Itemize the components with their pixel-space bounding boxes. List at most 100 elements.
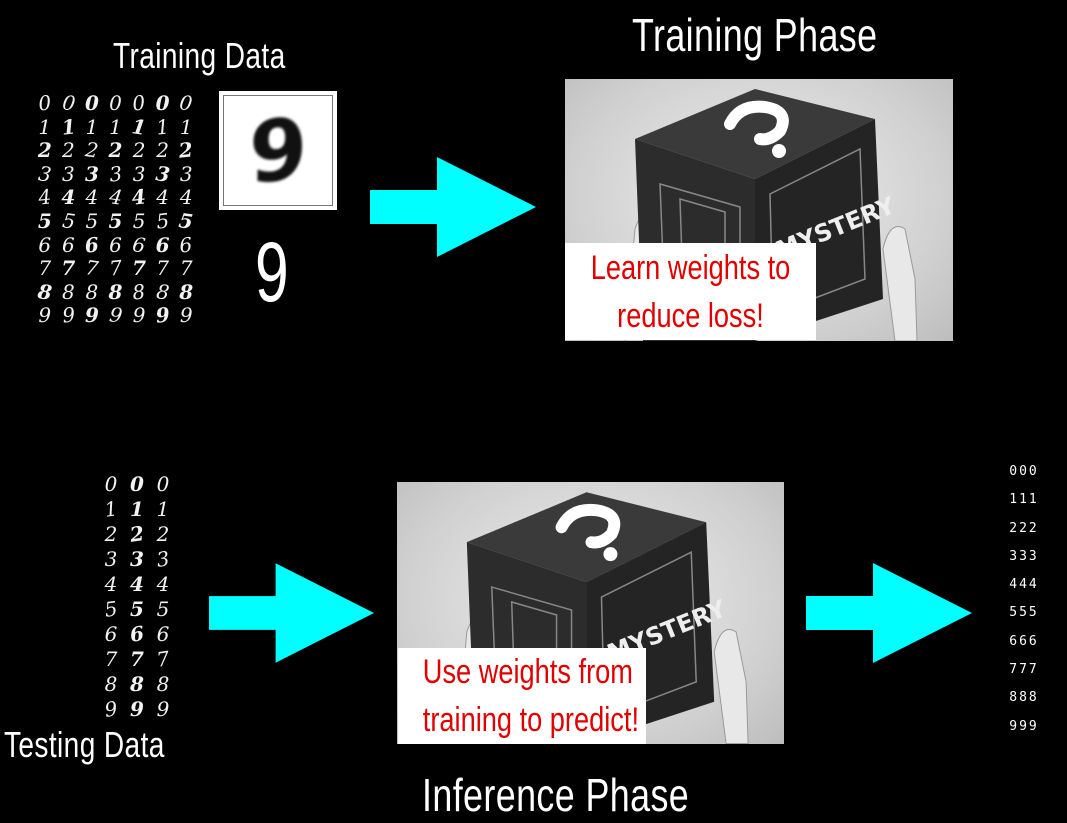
digit-cell: 2 — [104, 139, 128, 163]
digit-cell: 5 — [55, 208, 82, 235]
right-arrow-icon — [370, 157, 536, 257]
digit-cell: 1 — [124, 497, 150, 522]
digit-cell: 8 — [150, 672, 176, 697]
sample-label: 9 — [255, 230, 289, 314]
digit-cell: 0 — [32, 91, 58, 117]
digit-cell: 5 — [80, 210, 104, 234]
digit-cell: 2 — [122, 520, 151, 548]
digit-cell: 9 — [127, 304, 151, 328]
digit-cell: 1 — [150, 497, 176, 522]
digit-cell: 6 — [122, 620, 151, 648]
prediction-row: 999 — [1003, 713, 1045, 741]
testing-data-label: Testing Data — [4, 724, 165, 766]
digit-cell: 4 — [150, 572, 176, 597]
prediction-row: 666 — [1003, 628, 1045, 656]
training-caption: Learn weights to reduce loss! — [565, 243, 816, 340]
digit-cell: 6 — [104, 234, 128, 258]
digit-cell: 7 — [174, 257, 198, 281]
digit-cell: 7 — [124, 647, 150, 672]
prediction-row: 111 — [1003, 486, 1045, 514]
digit-cell: 1 — [150, 114, 176, 140]
digit-cell: 6 — [173, 232, 199, 258]
digit-cell: 2 — [98, 522, 124, 547]
digit-cell: 3 — [124, 547, 150, 572]
digit-cell: 9 — [80, 304, 104, 328]
digit-cell: 0 — [104, 92, 128, 116]
digit-cell: 8 — [104, 281, 128, 305]
digit-cell: 9 — [124, 697, 150, 722]
digit-cell: 0 — [124, 472, 150, 497]
digit-cell: 7 — [148, 645, 177, 673]
digit-cell: 6 — [57, 234, 81, 258]
digit-cell: 8 — [126, 280, 152, 306]
digit-cell: 4 — [174, 186, 198, 210]
digit-cell: 8 — [98, 672, 124, 697]
digit-cell: 9 — [150, 697, 176, 722]
digit-cell: 7 — [151, 257, 175, 281]
training-phase-title: Training Phase — [632, 8, 877, 62]
digit-cell: 7 — [33, 257, 57, 281]
digit-cell: 0 — [150, 472, 176, 497]
digit-cell: 8 — [124, 672, 150, 697]
digit-cell: 5 — [104, 210, 128, 234]
digit-cell: 4 — [57, 186, 81, 210]
digit-cell: 9 — [96, 695, 125, 723]
digit-cell: 1 — [80, 116, 104, 140]
digit-cell: 6 — [33, 234, 57, 258]
digit-cell: 2 — [79, 138, 106, 165]
digit-cell: 1 — [55, 114, 81, 140]
prediction-row: 222 — [1003, 515, 1045, 543]
digit-cell: 2 — [33, 139, 57, 163]
digit-cell: 0 — [80, 92, 104, 116]
prediction-row: 000 — [1003, 458, 1045, 486]
digit-cell: 6 — [150, 622, 176, 647]
digit-cell: 1 — [96, 495, 125, 523]
digit-cell: 2 — [150, 522, 176, 547]
digit-cell: 9 — [174, 304, 198, 328]
digit-cell: 7 — [57, 257, 81, 281]
digit-cell: 0 — [151, 92, 175, 116]
training-data-label: Training Data — [113, 35, 286, 77]
digit-cell: 0 — [173, 90, 200, 117]
digit-cell: 5 — [124, 597, 150, 622]
training-caption-line2: reduce loss! — [590, 292, 791, 340]
digit-cell: 2 — [127, 139, 151, 163]
digit-cell: 3 — [80, 163, 104, 187]
digit-cell: 3 — [149, 161, 176, 188]
digit-cell: 3 — [148, 545, 177, 573]
digit-cell: 5 — [33, 210, 57, 234]
digit-cell: 9 — [150, 303, 176, 329]
prediction-row: 777 — [1003, 656, 1045, 684]
prediction-row: 333 — [1003, 543, 1045, 571]
digit-cell: 0 — [55, 90, 82, 117]
digit-cell: 8 — [31, 279, 58, 306]
digit-cell: 3 — [57, 163, 81, 187]
digit-cell: 8 — [174, 281, 198, 305]
digit-cell: 6 — [98, 622, 124, 647]
prediction-row: 444 — [1003, 571, 1045, 599]
digit-cell: 3 — [127, 163, 151, 187]
digit-cell: 4 — [32, 185, 58, 211]
inference-caption-line2: training to predict! — [423, 696, 621, 744]
digit-cell: 2 — [57, 139, 81, 163]
digit-cell: 5 — [127, 210, 151, 234]
digit-cell: 5 — [173, 208, 200, 235]
digit-cell: 1 — [104, 116, 128, 140]
digit-cell: 0 — [126, 91, 152, 117]
digit-cell: 6 — [151, 234, 175, 258]
digit-cell: 9 — [33, 304, 57, 328]
digit-cell: 2 — [173, 138, 199, 164]
digit-cell: 7 — [98, 647, 124, 672]
digit-cell: 4 — [151, 186, 175, 210]
digit-cell: 1 — [174, 116, 198, 140]
inference-caption: Use weights from training to predict! — [398, 648, 646, 744]
digit-cell: 3 — [174, 163, 198, 187]
digit-cell: 9 — [55, 303, 81, 329]
digit-cell: 8 — [57, 281, 81, 305]
digit-cell: 5 — [150, 597, 176, 622]
digit-cell: 2 — [151, 139, 175, 163]
digit-cell: 1 — [126, 114, 153, 141]
